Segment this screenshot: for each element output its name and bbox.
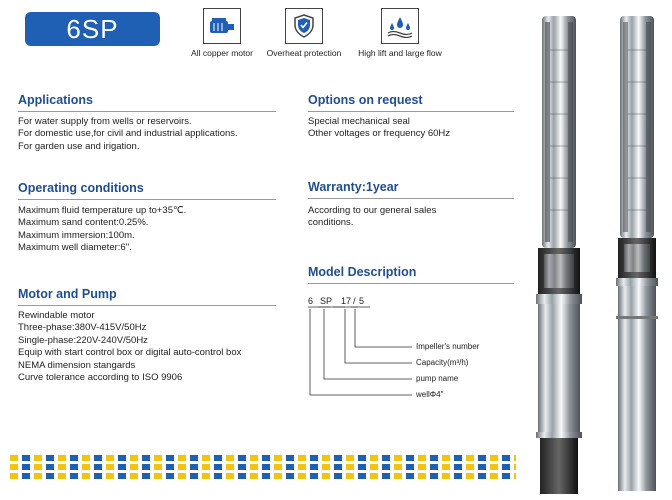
applications-rule [18, 111, 276, 112]
operating-line: Maximum immersion:100m. [18, 229, 135, 241]
legend-impellers: Impeller's number [416, 342, 480, 351]
options-text: Special mechanical seal Other voltages o… [308, 116, 450, 141]
model-code-well: 6 [308, 296, 314, 306]
motor-rule [18, 305, 276, 306]
feature-label: All copper motor [191, 48, 253, 58]
model-code-impellers: 5 [359, 296, 365, 306]
feature-label: High lift and large flow [358, 48, 442, 58]
model-code-pump: SP [320, 296, 333, 306]
operating-line: Maximum sand content:0.25%. [18, 217, 149, 229]
operating-line: Maximum well diameter:6". [18, 242, 132, 254]
feature-copper-motor: All copper motor [186, 8, 258, 58]
warranty-title: Warranty:1year [308, 180, 399, 194]
applications-text: For water supply from wells or reservoir… [18, 116, 238, 153]
motor-line: Single-phase:220V-240V/50Hz [18, 334, 148, 346]
options-line: Special mechanical seal [308, 116, 410, 127]
applications-line: For domestic use,for civil and industria… [18, 128, 238, 140]
applications-line: For garden use and irigation. [18, 140, 140, 152]
copper-motor-icon [203, 8, 241, 44]
feature-overheat-protection: Overheat protection [262, 8, 346, 58]
operating-rule [18, 199, 276, 200]
decorative-checker-strip [10, 455, 516, 479]
model-code-slash: / [353, 296, 356, 306]
operating-title: Operating conditions [18, 181, 144, 195]
model-code-capacity: 17 [341, 296, 352, 306]
legend-capacity: Capacity(m³/h) [416, 358, 469, 367]
operating-line: Maximum fluid temperature up to+35℃. [18, 205, 187, 216]
water-drops-icon [381, 8, 419, 44]
warranty-rule [308, 198, 514, 199]
model-leader-lines [308, 306, 412, 396]
operating-text: Maximum fluid temperature up to+35℃. Max… [18, 205, 186, 255]
feature-label: Overheat protection [266, 48, 342, 58]
options-line: Other voltages or frequency 60Hz [308, 128, 451, 140]
pump-right [616, 16, 658, 491]
model-rule [308, 283, 514, 284]
motor-title: Motor and Pump [18, 287, 117, 301]
applications-title: Applications [18, 93, 94, 107]
motor-line: Three-phase:380V-415V/50Hz [18, 322, 147, 334]
warranty-line: According to our general sales [308, 205, 437, 216]
motor-text: Rewindable motor Three-phase:380V-415V/5… [18, 310, 241, 384]
shield-icon [285, 8, 323, 44]
options-title: Options on request [308, 93, 423, 107]
warranty-text: According to our general sales condition… [308, 205, 436, 230]
motor-line: Rewindable motor [18, 310, 95, 321]
pump-left [536, 16, 582, 494]
product-series-badge: 6SP [25, 12, 160, 46]
motor-line: Curve tolerance according to ISO 9906 [18, 372, 183, 384]
applications-line: For water supply from wells or reservoir… [18, 116, 192, 127]
model-title: Model Description [308, 265, 417, 279]
motor-line: Equip with start control box or digital … [18, 347, 242, 359]
submersible-pump-image [536, 16, 658, 494]
legend-pump-name: pump name [416, 374, 459, 383]
warranty-line: conditions. [308, 217, 354, 229]
feature-high-lift: High lift and large flow [350, 8, 450, 58]
motor-line: NEMA dimension stangards [18, 359, 136, 371]
options-rule [308, 111, 514, 112]
legend-well: wellΦ4" [416, 390, 444, 399]
